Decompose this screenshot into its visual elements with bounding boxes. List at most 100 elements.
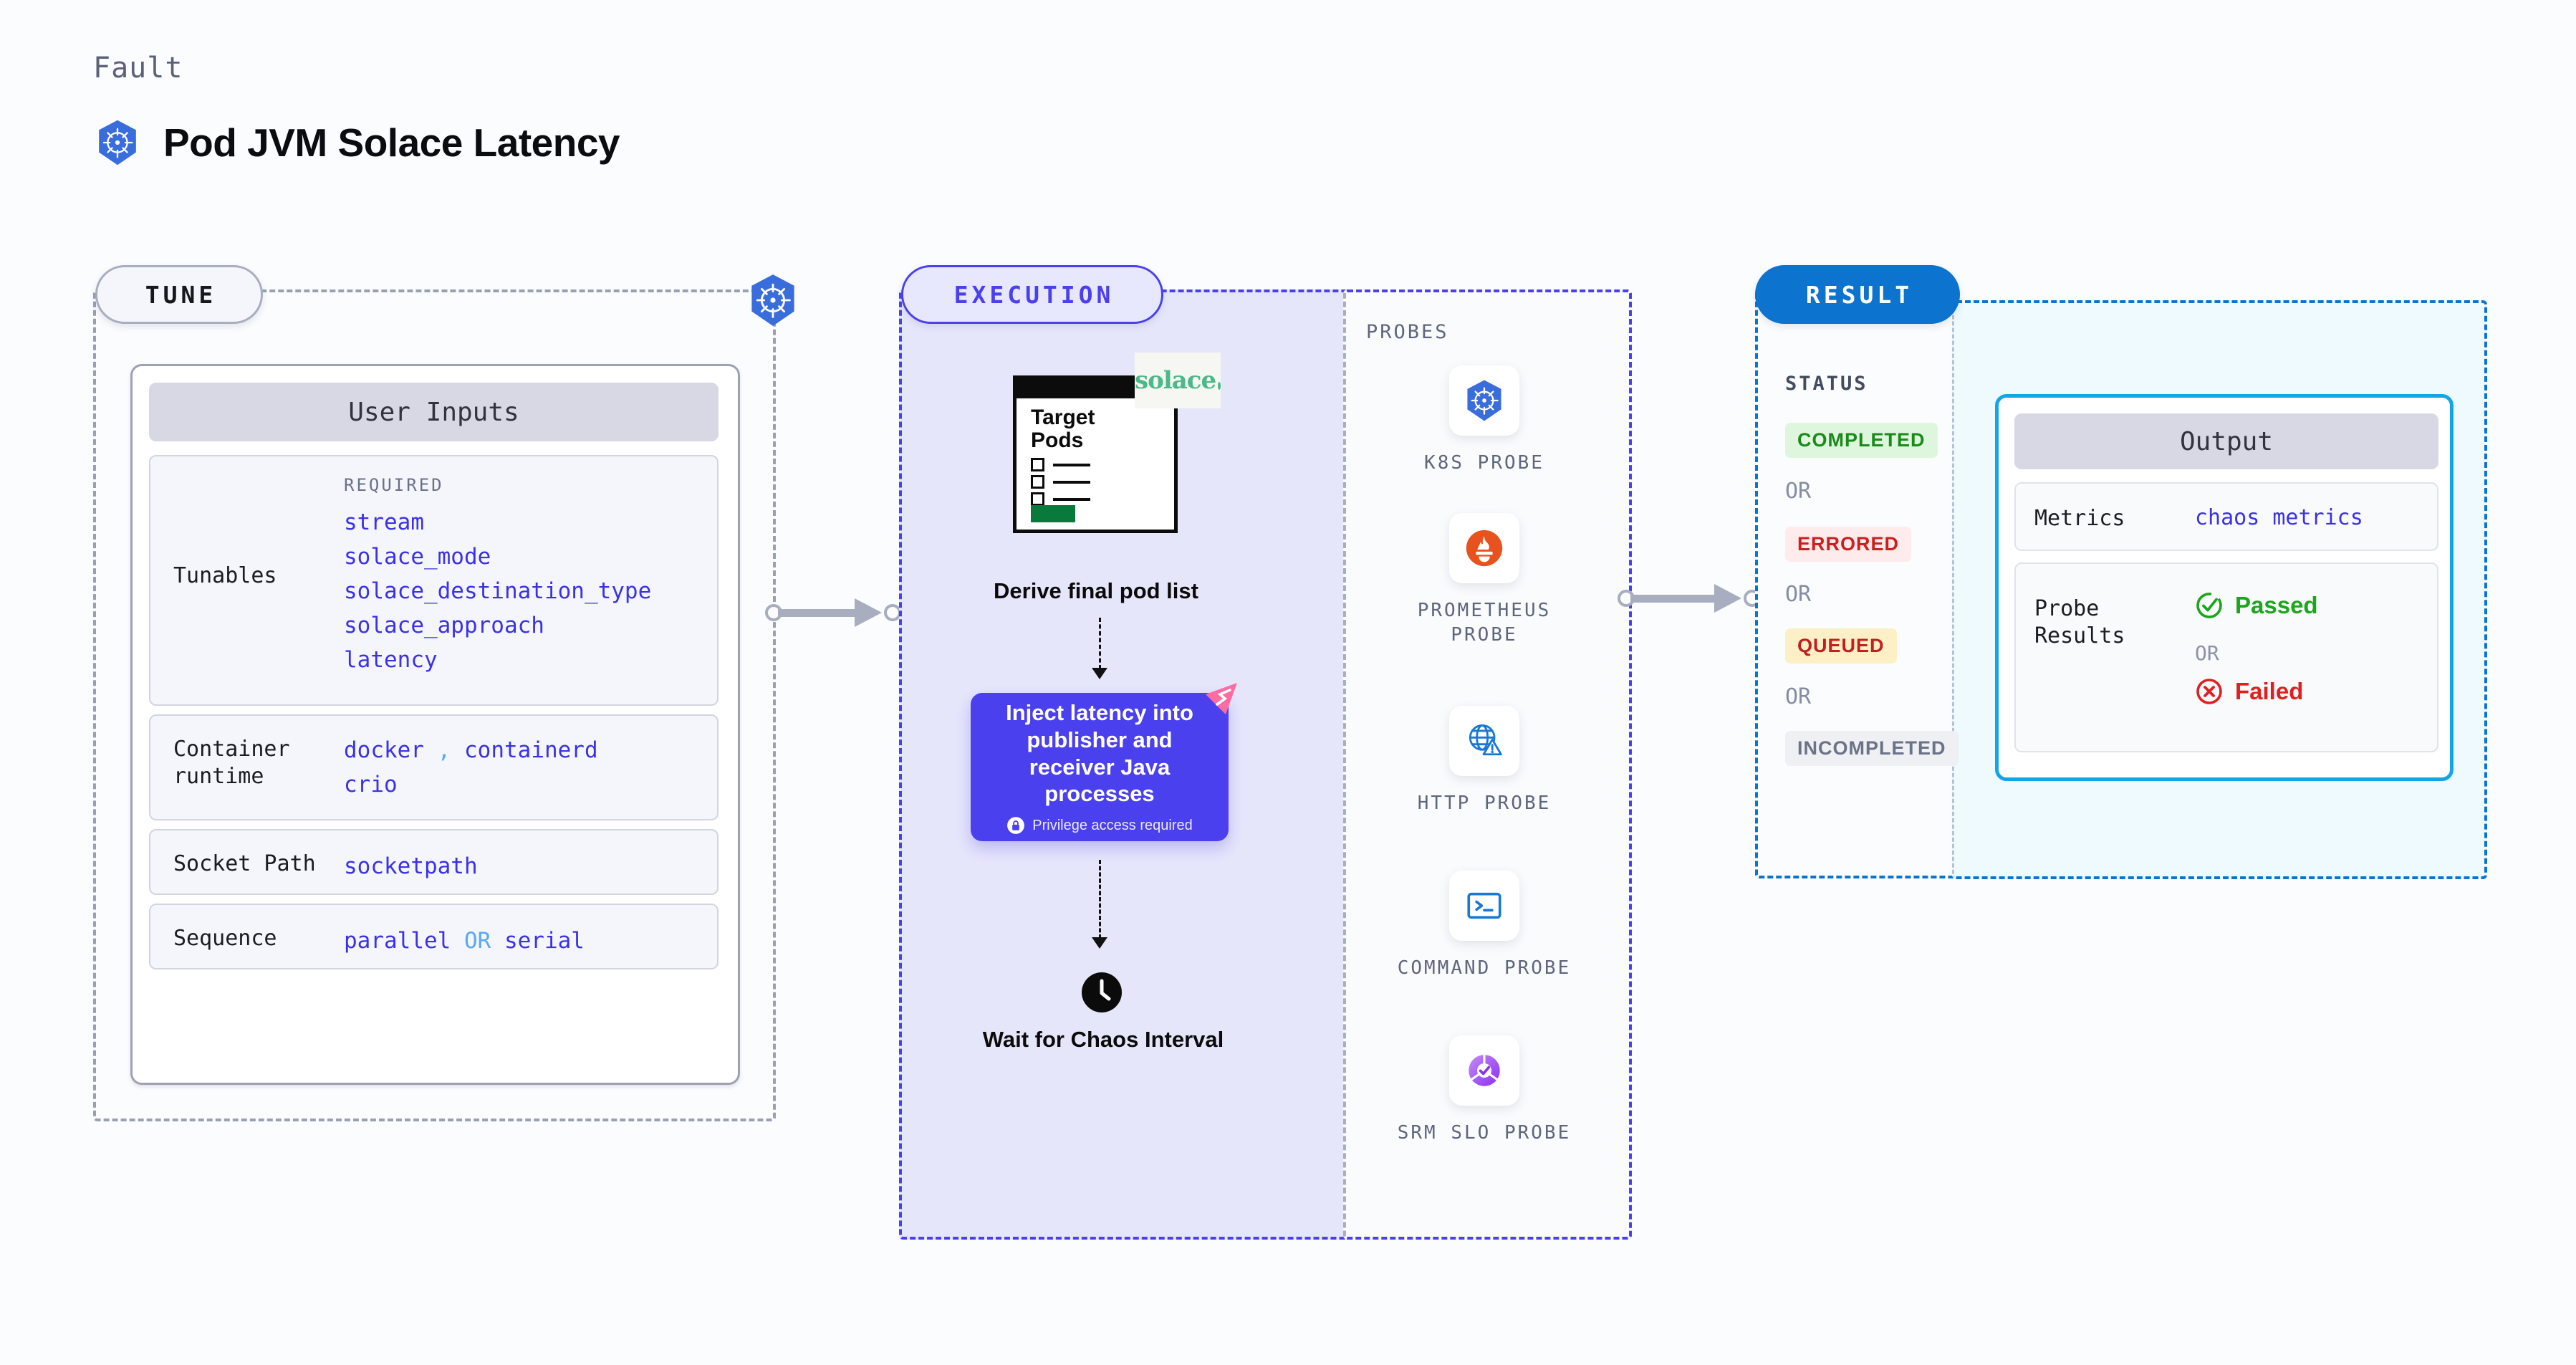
probe-label: K8S PROBE (1424, 452, 1544, 474)
tunables-key: Tunables (173, 563, 277, 588)
check-circle-icon (2196, 593, 2222, 618)
connector-bar (1630, 595, 1731, 603)
kubernetes-icon (93, 118, 142, 167)
kubernetes-icon (745, 272, 801, 328)
flow-connector-1 (1099, 618, 1103, 669)
user-inputs-card: User Inputs Tunables REQUIRED stream sol… (130, 364, 740, 1085)
status-badge-completed: COMPLETED (1785, 423, 1938, 458)
required-label: REQUIRED (344, 475, 444, 495)
probe-result-passed: Passed (2195, 591, 2318, 620)
status-title: STATUS (1785, 373, 1868, 395)
sequence-key: Sequence (173, 926, 277, 951)
pod-list-item (1031, 475, 1090, 489)
runtime-separator: , (437, 737, 451, 763)
probe-item-prometheus[interactable]: PROMETHEUS PROBE (1384, 513, 1585, 648)
output-header: Output (2014, 413, 2438, 469)
chaos-badge-icon (1201, 680, 1241, 720)
probes-title: PROBES (1366, 321, 1449, 343)
fault-kicker: Fault (93, 52, 183, 85)
probe-item-http[interactable]: HTTP PROBE (1384, 706, 1585, 816)
tunable-solace-mode[interactable]: solace_mode (344, 544, 491, 570)
output-card: Output Metrics chaos metrics Probe Resul… (1995, 394, 2454, 781)
flow-arrowhead-1 (1092, 668, 1107, 679)
x-circle-icon (2196, 679, 2222, 704)
tune-region (93, 289, 776, 1121)
wait-chaos-interval-caption: Wait for Chaos Interval (982, 1027, 1224, 1052)
probe-label: PROMETHEUS PROBE (1417, 600, 1552, 646)
tunable-solace-destination-type[interactable]: solace_destination_type (344, 578, 652, 605)
globe-warning-icon (1449, 706, 1519, 776)
probe-label: HTTP PROBE (1417, 792, 1552, 814)
runtime-docker[interactable]: docker (344, 737, 424, 763)
metrics-row: Metrics chaos metrics (2014, 482, 2438, 551)
probe-result-failed: Failed (2195, 677, 2303, 706)
socket-path-value[interactable]: socketpath (344, 853, 478, 879)
clock-icon (1080, 971, 1123, 1014)
sequence-values: parallel OR serial (344, 924, 707, 958)
probe-label: COMMAND PROBE (1397, 957, 1572, 979)
checkbox-icon (1031, 475, 1044, 489)
sequence-serial[interactable]: serial (504, 928, 585, 954)
connector-bar (778, 609, 871, 617)
user-inputs-header: User Inputs (149, 383, 719, 441)
pod-list-item (1031, 492, 1090, 506)
probe-results-row: Probe Results Passed OR Failed (2014, 562, 2438, 752)
metrics-key: Metrics (2034, 506, 2125, 531)
runtime-containerd[interactable]: containerd (464, 737, 598, 763)
inject-latency-text: Inject latency into publisher and receiv… (1006, 699, 1193, 807)
inject-latency-step[interactable]: Inject latency into publisher and receiv… (971, 683, 1237, 841)
container-runtime-key: Container runtime (173, 737, 290, 790)
lock-icon (1007, 817, 1025, 835)
document-highlight-bar (1031, 505, 1075, 522)
tunable-solace-approach[interactable]: solace_approach (344, 613, 544, 639)
flow-arrowhead-2 (1092, 937, 1107, 949)
checkbox-icon (1031, 458, 1044, 471)
sequence-parallel[interactable]: parallel (344, 928, 451, 954)
socket-path-key: Socket Path (173, 851, 316, 876)
prometheus-icon (1449, 513, 1519, 583)
passed-label: Passed (2235, 592, 2318, 618)
status-or-1: OR (1785, 479, 1812, 504)
sequence-separator: OR (463, 928, 491, 954)
status-badge-incompleted: INCOMPLETED (1785, 731, 1959, 766)
connector-execution-result (1618, 584, 1768, 613)
derive-pod-list-caption: Derive final pod list (994, 578, 1198, 603)
probe-results-or: OR (2195, 641, 2219, 665)
connector-arrowhead (1714, 584, 1741, 613)
terminal-icon (1449, 871, 1519, 941)
tune-pill[interactable]: TUNE (95, 265, 263, 324)
probe-item-command[interactable]: COMMAND PROBE (1384, 871, 1585, 981)
page-title-row: Pod JVM Solace Latency (93, 118, 620, 167)
runtime-crio[interactable]: crio (344, 772, 398, 798)
privilege-note-text: Privilege access required (1032, 817, 1193, 833)
pod-list-item (1031, 458, 1090, 471)
flow-connector-2 (1099, 860, 1103, 939)
container-runtime-block: Container runtime docker , containerd cr… (149, 714, 719, 820)
status-badge-errored: ERRORED (1785, 527, 1912, 562)
probe-item-srm-slo[interactable]: SRM SLO PROBE (1384, 1035, 1585, 1146)
checkbox-icon (1031, 492, 1044, 506)
connector-arrowhead (855, 598, 882, 627)
probe-item-k8s[interactable]: K8S PROBE (1384, 365, 1585, 476)
slo-donut-icon (1449, 1035, 1519, 1106)
socket-path-block: Socket Path socketpath (149, 829, 719, 895)
solace-logo: solace (1135, 353, 1221, 408)
execution-pill[interactable]: EXECUTION (901, 265, 1163, 324)
probe-label: SRM SLO PROBE (1397, 1122, 1572, 1144)
sequence-block: Sequence parallel OR serial (149, 904, 719, 969)
status-or-3: OR (1785, 684, 1812, 709)
page-title: Pod JVM Solace Latency (163, 120, 620, 165)
connector-tune-execution (765, 598, 908, 627)
runtime-values-line1: docker , containerd (344, 733, 707, 767)
status-badge-queued: QUEUED (1785, 628, 1897, 664)
metrics-value[interactable]: chaos metrics (2195, 505, 2363, 530)
tunable-stream[interactable]: stream (344, 509, 424, 535)
probe-results-key: Probe Results (2034, 596, 2125, 649)
tunables-block: Tunables REQUIRED stream solace_mode sol… (149, 455, 719, 706)
privilege-note: Privilege access required (1006, 816, 1193, 835)
result-pill[interactable]: RESULT (1755, 265, 1960, 324)
failed-label: Failed (2235, 678, 2304, 704)
tunable-latency[interactable]: latency (344, 647, 438, 674)
